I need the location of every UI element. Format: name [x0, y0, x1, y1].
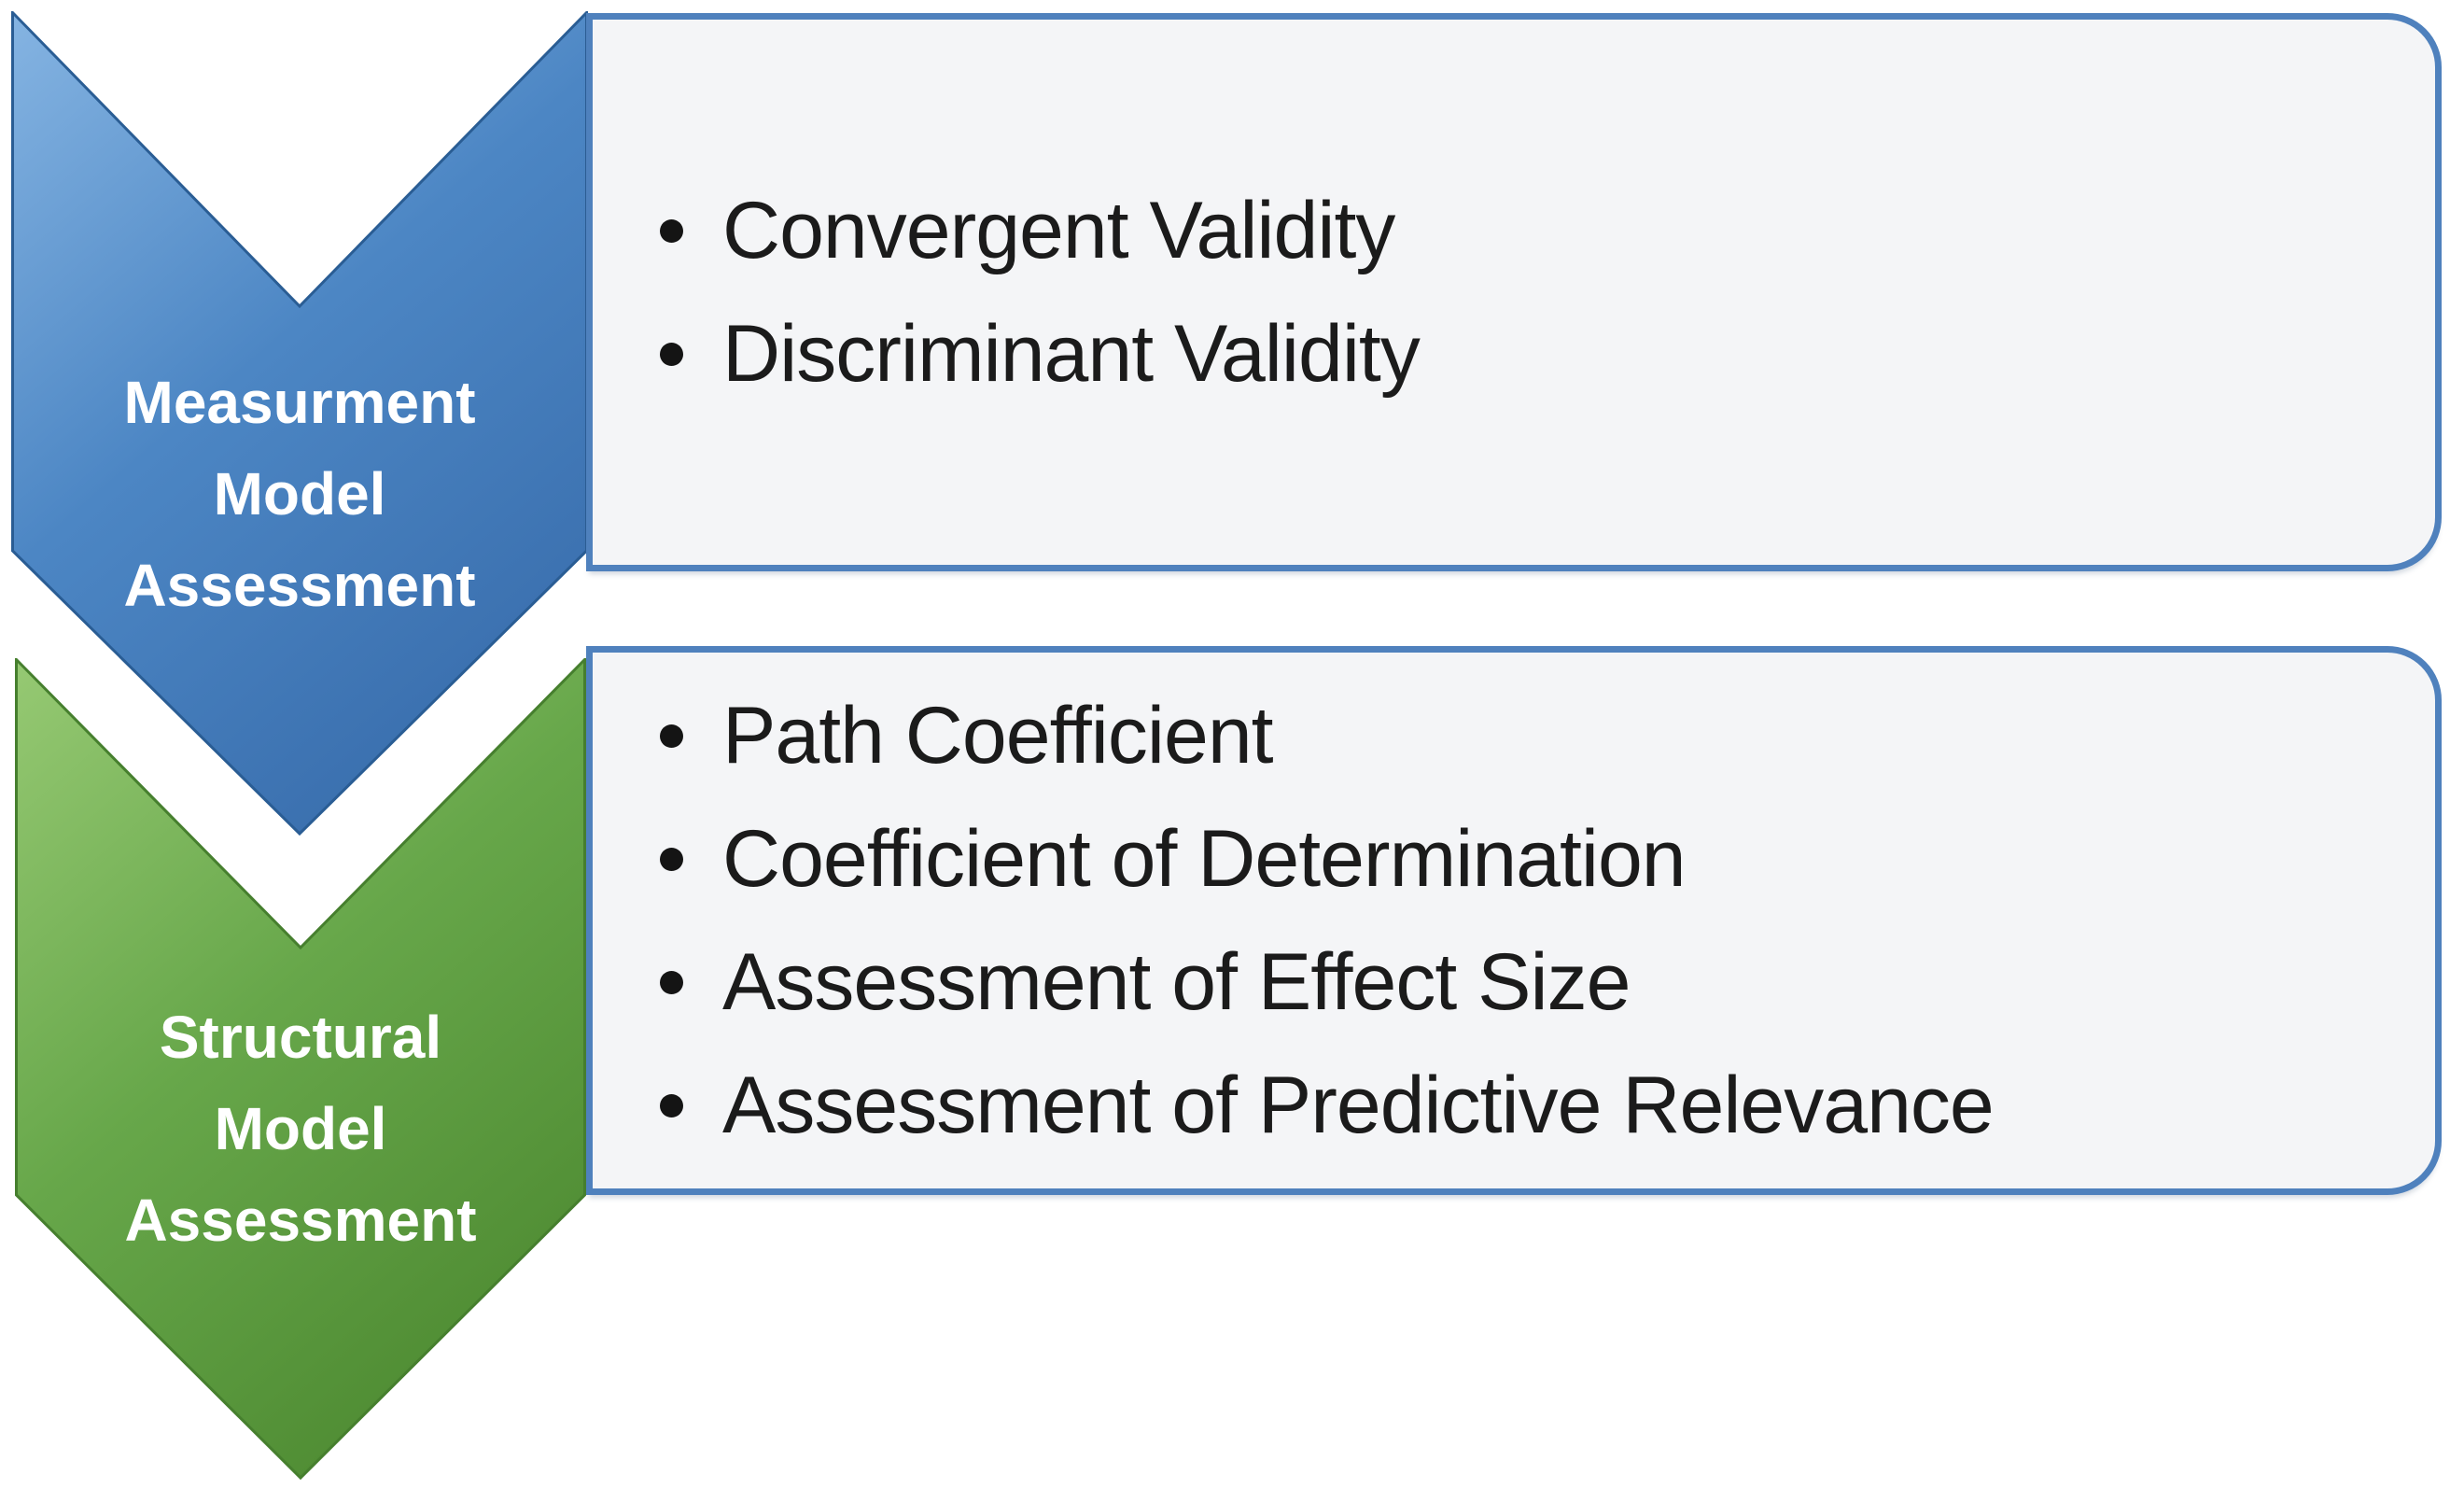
bullet-dot-icon: [660, 218, 683, 243]
bullet-text: Discriminant Validity: [722, 308, 1421, 399]
list-item: Assessment of Predictive Relevance: [660, 1044, 2435, 1167]
bullet-dot-icon: [660, 342, 683, 366]
label-line: Assessment: [124, 1187, 477, 1254]
bullet-text: Coefficient of Determination: [722, 813, 1687, 904]
bullet-text: Assessment of Predictive Relevance: [722, 1060, 1995, 1150]
list-item: Discriminant Validity: [660, 292, 2435, 415]
list-item: Path Coefficient: [660, 674, 2435, 797]
bullet-text: Assessment of Effect Size: [722, 936, 1631, 1027]
label-line: Structural: [159, 1004, 442, 1071]
structural-bullet-panel: Path Coefficient Coefficient of Determin…: [586, 646, 2442, 1195]
bullet-dot-icon: [660, 1093, 683, 1117]
bullet-text: Convergent Validity: [722, 185, 1395, 275]
list-item: Coefficient of Determination: [660, 797, 2435, 921]
measurement-arrow-label: Measurment Model Assessment: [11, 357, 588, 631]
label-line: Measurment: [123, 369, 476, 436]
structural-arrow-label: Structural Model Assessment: [15, 991, 586, 1266]
chevron-down-arrow: [15, 658, 586, 1480]
bullet-dot-icon: [660, 970, 683, 994]
label-line: Assessment: [123, 552, 476, 619]
label-line: Model: [213, 460, 386, 527]
list-item: Convergent Validity: [660, 169, 2435, 292]
measurement-bullet-panel: Convergent Validity Discriminant Validit…: [586, 13, 2442, 571]
structural-arrow-shape: [15, 658, 586, 1480]
bullet-dot-icon: [660, 724, 683, 748]
bullet-text: Path Coefficient: [722, 690, 1274, 780]
label-line: Model: [214, 1095, 387, 1162]
bullet-dot-icon: [660, 847, 683, 871]
list-item: Assessment of Effect Size: [660, 921, 2435, 1044]
